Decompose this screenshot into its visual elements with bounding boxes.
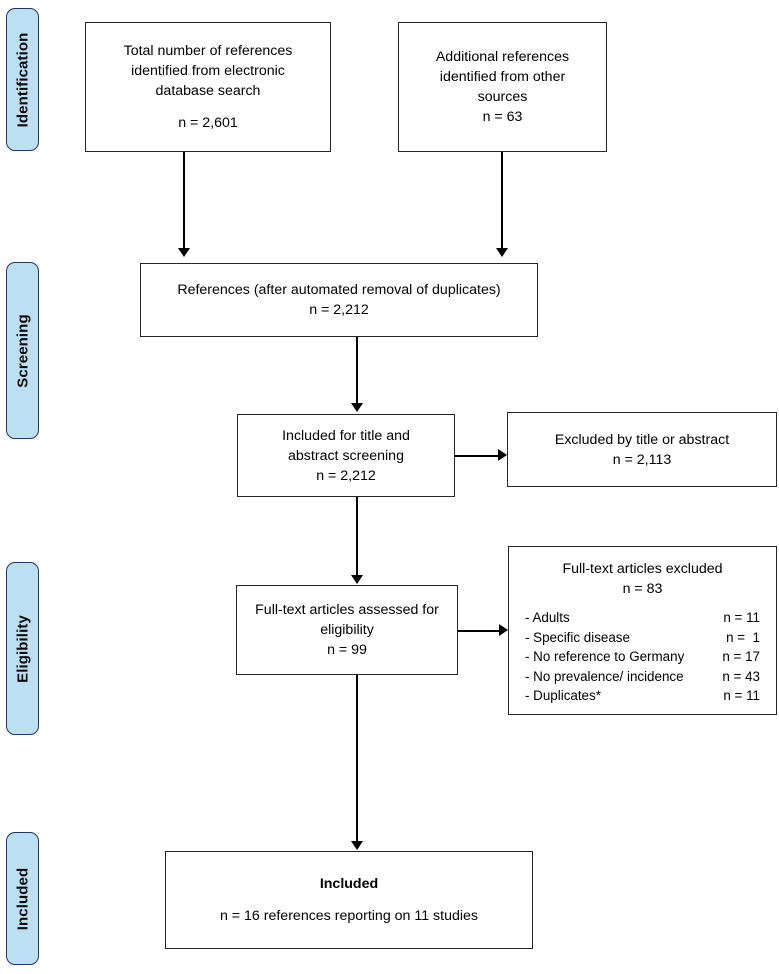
exclusion-reason-count: n = 11 xyxy=(723,610,760,625)
box-other-sources-count: n = 63 xyxy=(482,109,523,125)
box-electronic-database-search-line-3: database search xyxy=(155,83,261,99)
box-included-final: Included n = 16 references reporting on … xyxy=(165,851,533,949)
stage-pill-included-label: Included xyxy=(14,867,31,930)
box-electronic-database-search-line-1: Total number of references xyxy=(123,43,293,59)
connector-electronic-search-down xyxy=(183,152,185,248)
stage-pill-eligibility-label: Eligibility xyxy=(14,614,31,683)
exclusion-reason-row: - No reference to Germany n = 17 xyxy=(525,647,760,667)
arrowhead-fulltext-to-included xyxy=(351,841,363,850)
box-included-for-title-abstract-screening: Included for title and abstract screenin… xyxy=(237,414,455,497)
arrowhead-other-sources xyxy=(496,248,508,257)
exclusion-reason-count: n = 43 xyxy=(722,668,760,684)
box-other-sources-line-1: Additional references xyxy=(435,49,570,65)
connector-dedup-to-screening xyxy=(356,337,358,403)
exclusion-reason-row: - Specific disease n = 1 xyxy=(525,628,760,648)
box-other-sources-line-2: identified from other xyxy=(439,69,566,85)
exclusion-reason-count: n = 17 xyxy=(722,649,760,664)
arrowhead-screening-to-excluded xyxy=(498,449,507,461)
box-excluded-by-title-or-abstract-count: n = 2,113 xyxy=(612,451,672,468)
box-included-final-heading: Included xyxy=(319,876,379,892)
stage-pill-included: Included xyxy=(6,832,39,965)
connector-screening-to-fulltext xyxy=(356,497,358,575)
box-other-sources: Additional references identified from ot… xyxy=(398,22,607,152)
connector-fulltext-to-excluded xyxy=(458,630,500,632)
box-electronic-database-search-count: n = 2,601 xyxy=(178,115,238,131)
exclusion-reason-label: - No reference to Germany xyxy=(525,649,685,664)
box-excluded-by-title-or-abstract-line-1: Excluded by title or abstract xyxy=(554,431,730,448)
exclusion-reason-count: n = 11 xyxy=(723,688,760,703)
box-other-sources-line-3: sources xyxy=(477,89,528,105)
box-fulltext-articles-excluded-heading: Full-text articles excluded xyxy=(562,561,723,577)
connector-screening-to-excluded xyxy=(455,455,499,457)
stage-pill-identification: Identification xyxy=(6,8,39,151)
exclusion-reason-label: - Duplicates* xyxy=(525,688,601,703)
box-fulltext-articles-assessed: Full-text articles assessed for eligibil… xyxy=(236,585,458,675)
exclusion-reason-list: - Adults n = 11 - Specific disease n = 1… xyxy=(525,608,760,706)
arrowhead-screening-to-fulltext xyxy=(351,575,363,584)
stage-pill-screening-label: Screening xyxy=(14,313,31,388)
exclusion-reason-row: - No prevalence/ incidence n = 43 xyxy=(525,667,760,687)
stage-pill-identification-label: Identification xyxy=(14,32,31,127)
connector-other-sources-down xyxy=(501,152,503,248)
box-excluded-by-title-or-abstract: Excluded by title or abstract n = 2,113 xyxy=(507,412,777,487)
connector-fulltext-to-included xyxy=(356,675,358,841)
stage-pill-eligibility: Eligibility xyxy=(6,562,39,735)
stage-pill-screening: Screening xyxy=(6,262,39,439)
box-included-for-title-abstract-screening-count: n = 2,212 xyxy=(316,467,376,484)
box-included-for-title-abstract-screening-line-1: Included for title and xyxy=(282,427,410,444)
box-fulltext-articles-assessed-line-2: eligibility xyxy=(320,622,374,638)
exclusion-reason-row: - Duplicates* n = 11 xyxy=(525,686,760,706)
arrowhead-electronic-search xyxy=(178,248,190,257)
box-fulltext-articles-excluded: Full-text articles excluded n = 83 - Adu… xyxy=(508,546,777,715)
box-electronic-database-search-line-2: identified from electronic xyxy=(131,63,285,79)
box-included-for-title-abstract-screening-line-2: abstract screening xyxy=(288,447,404,464)
box-fulltext-articles-assessed-line-1: Full-text articles assessed for xyxy=(255,602,439,618)
box-electronic-database-search: Total number of references identified fr… xyxy=(85,22,331,152)
box-fulltext-articles-excluded-count: n = 83 xyxy=(622,581,663,597)
exclusion-reason-row: - Adults n = 11 xyxy=(525,608,760,628)
exclusion-reason-label: - Adults xyxy=(525,610,570,625)
box-references-after-deduplication-line-1: References (after automated removal of d… xyxy=(177,282,501,298)
exclusion-reason-count: n = 1 xyxy=(726,629,760,645)
box-references-after-deduplication-count: n = 2,212 xyxy=(309,302,369,318)
exclusion-reason-label: - Specific disease xyxy=(525,629,630,645)
arrowhead-fulltext-to-excluded xyxy=(499,624,508,636)
box-included-final-body: n = 16 references reporting on 11 studie… xyxy=(219,908,479,924)
arrowhead-dedup-to-screening xyxy=(351,403,363,412)
exclusion-reason-label: - No prevalence/ incidence xyxy=(525,668,684,684)
box-fulltext-articles-assessed-count: n = 99 xyxy=(327,642,367,658)
box-references-after-deduplication: References (after automated removal of d… xyxy=(140,263,538,337)
